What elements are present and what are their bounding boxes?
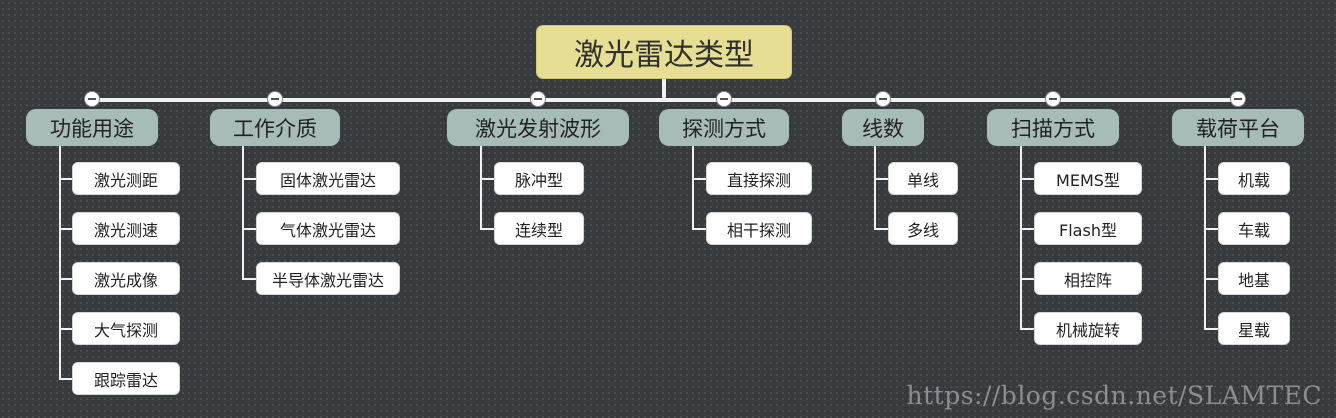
category-topic[interactable]: 线数 xyxy=(842,109,924,146)
subtopic-item[interactable]: 相控阵 xyxy=(1034,262,1142,295)
item-connector xyxy=(1204,227,1218,230)
item-connector xyxy=(874,227,888,230)
item-connector xyxy=(59,327,72,330)
minus-icon xyxy=(534,98,542,100)
subtopic-item[interactable]: 直接探测 xyxy=(706,162,812,195)
subtopic-item[interactable]: 半导体激光雷达 xyxy=(256,262,400,295)
subtopic-item[interactable]: 单线 xyxy=(888,162,958,195)
collapse-toggle[interactable] xyxy=(1230,91,1246,107)
category-topic[interactable]: 载荷平台 xyxy=(1172,109,1304,146)
minus-icon xyxy=(88,98,96,100)
subtopic-item[interactable]: 机载 xyxy=(1218,162,1290,195)
minus-icon xyxy=(1234,98,1242,100)
category-topic[interactable]: 激光发射波形 xyxy=(447,109,629,146)
minus-icon xyxy=(271,98,279,100)
minus-icon xyxy=(720,98,728,100)
branch-trunk xyxy=(874,140,876,230)
item-connector xyxy=(242,177,256,180)
item-connector xyxy=(59,277,72,280)
subtopic-item[interactable]: 连续型 xyxy=(494,212,584,245)
item-connector xyxy=(1020,327,1034,330)
branch-trunk xyxy=(692,140,694,230)
item-connector xyxy=(874,177,888,180)
item-connector xyxy=(480,227,494,230)
collapse-toggle[interactable] xyxy=(716,91,732,107)
subtopic-item[interactable]: 脉冲型 xyxy=(494,162,584,195)
subtopic-item[interactable]: 星载 xyxy=(1218,312,1290,345)
subtopic-item[interactable]: 激光测速 xyxy=(72,212,180,245)
item-connector xyxy=(242,227,256,230)
subtopic-item[interactable]: 相干探测 xyxy=(706,212,812,245)
subtopic-item[interactable]: 大气探测 xyxy=(72,312,180,345)
subtopic-item[interactable]: MEMS型 xyxy=(1034,162,1142,195)
subtopic-item[interactable]: 激光成像 xyxy=(72,262,180,295)
subtopic-item[interactable]: 跟踪雷达 xyxy=(72,362,180,395)
category-topic[interactable]: 扫描方式 xyxy=(987,109,1119,146)
item-connector xyxy=(1204,327,1218,330)
minus-icon xyxy=(1049,98,1057,100)
collapse-toggle[interactable] xyxy=(530,91,546,107)
collapse-toggle[interactable] xyxy=(1045,91,1061,107)
branch-trunk xyxy=(1020,140,1022,330)
item-connector xyxy=(1020,177,1034,180)
minus-icon xyxy=(879,98,887,100)
subtopic-item[interactable]: 多线 xyxy=(888,212,958,245)
item-connector xyxy=(59,177,72,180)
item-connector xyxy=(1020,227,1034,230)
subtopic-item[interactable]: Flash型 xyxy=(1034,212,1142,245)
item-connector xyxy=(1204,277,1218,280)
branch-bus xyxy=(92,98,1238,102)
subtopic-item[interactable]: 机械旋转 xyxy=(1034,312,1142,345)
item-connector xyxy=(692,227,706,230)
subtopic-item[interactable]: 车载 xyxy=(1218,212,1290,245)
branch-trunk xyxy=(480,140,482,230)
watermark: https://blog.csdn.net/SLAMTEC xyxy=(906,381,1322,410)
item-connector xyxy=(59,227,72,230)
collapse-toggle[interactable] xyxy=(267,91,283,107)
category-topic[interactable]: 功能用途 xyxy=(26,109,158,146)
subtopic-item[interactable]: 固体激光雷达 xyxy=(256,162,400,195)
branch-trunk xyxy=(242,140,244,280)
item-connector xyxy=(1020,277,1034,280)
collapse-toggle[interactable] xyxy=(84,91,100,107)
root-topic[interactable]: 激光雷达类型 xyxy=(536,25,792,79)
branch-trunk xyxy=(59,140,61,380)
subtopic-item[interactable]: 气体激光雷达 xyxy=(256,212,400,245)
root-connector xyxy=(662,79,666,101)
item-connector xyxy=(692,177,706,180)
item-connector xyxy=(480,177,494,180)
subtopic-item[interactable]: 激光测距 xyxy=(72,162,180,195)
branch-trunk xyxy=(1204,140,1206,330)
item-connector xyxy=(59,377,72,380)
item-connector xyxy=(242,277,256,280)
category-topic[interactable]: 工作介质 xyxy=(210,109,340,146)
subtopic-item[interactable]: 地基 xyxy=(1218,262,1290,295)
collapse-toggle[interactable] xyxy=(875,91,891,107)
category-topic[interactable]: 探测方式 xyxy=(659,109,789,146)
item-connector xyxy=(1204,177,1218,180)
